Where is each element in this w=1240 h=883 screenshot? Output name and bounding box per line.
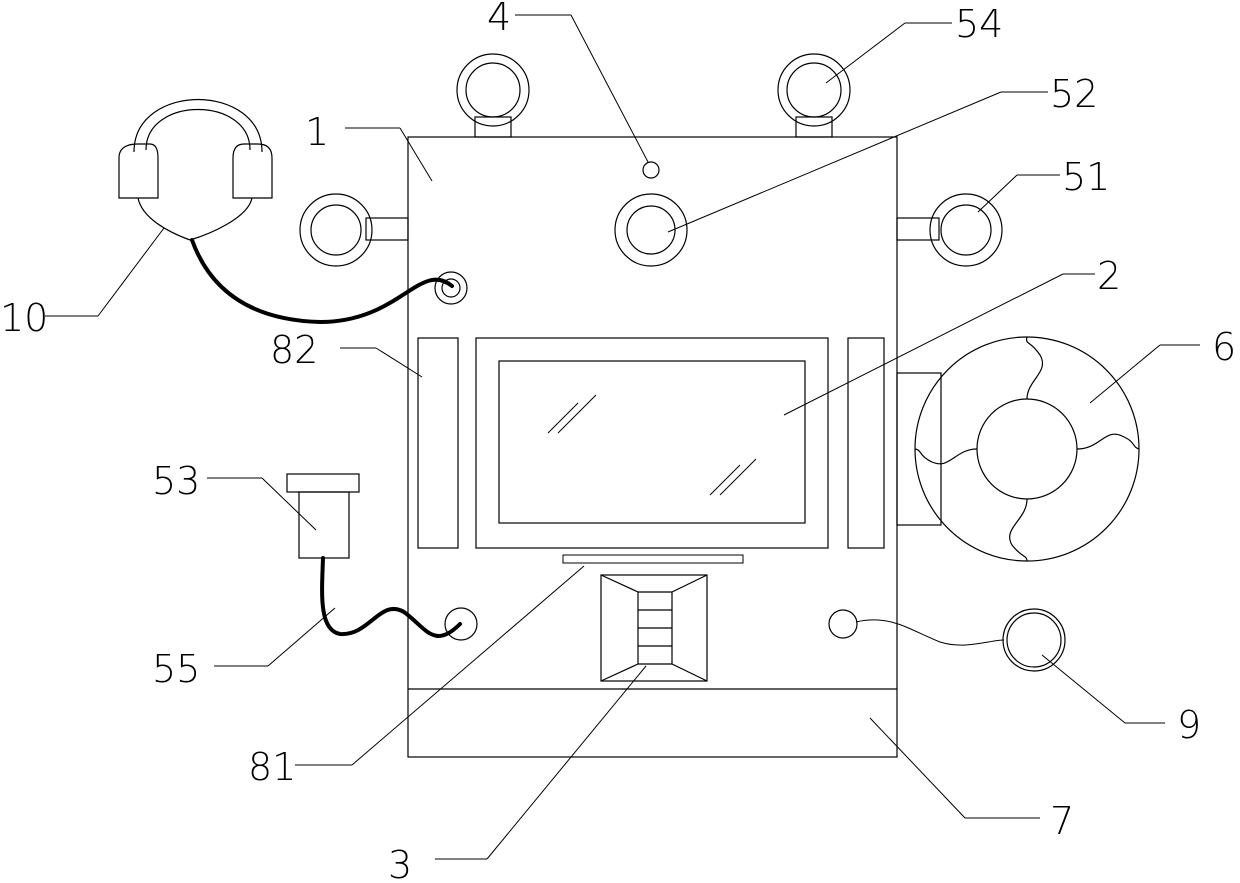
label-52: 52 xyxy=(1050,72,1098,116)
label-9: 9 xyxy=(1177,703,1201,747)
headphones-icon xyxy=(119,100,452,323)
label-10: 10 xyxy=(0,296,48,340)
label-4: 4 xyxy=(487,0,511,39)
display-screen xyxy=(476,338,828,548)
speaker-grille-right xyxy=(848,338,884,548)
label-53: 53 xyxy=(152,459,200,503)
plug-53 xyxy=(287,474,359,558)
sensor-4 xyxy=(643,162,659,178)
label-2: 2 xyxy=(1097,254,1121,298)
label-54: 54 xyxy=(955,2,1003,46)
center-lamp xyxy=(615,194,687,266)
top-lamp-left xyxy=(457,54,529,137)
speaker-grille-left xyxy=(418,338,458,548)
dispenser-3 xyxy=(601,575,707,681)
card-slot-81 xyxy=(563,555,743,563)
label-51: 51 xyxy=(1062,155,1110,199)
top-lamp-right xyxy=(778,54,850,137)
cable-55 xyxy=(322,558,460,636)
lower-right-jack xyxy=(829,610,857,638)
headphone-jack xyxy=(435,272,467,304)
label-82: 82 xyxy=(270,328,318,372)
side-lamp-left xyxy=(300,194,408,266)
label-7: 7 xyxy=(1050,799,1074,843)
label-3: 3 xyxy=(388,843,412,883)
label-6: 6 xyxy=(1212,325,1236,369)
device-9 xyxy=(1003,609,1065,671)
fan-6 xyxy=(897,337,1139,561)
leader-lines xyxy=(45,15,1200,859)
cable-9 xyxy=(856,620,1004,645)
label-1: 1 xyxy=(305,110,329,154)
label-55: 55 xyxy=(152,647,200,691)
label-81: 81 xyxy=(248,745,296,789)
